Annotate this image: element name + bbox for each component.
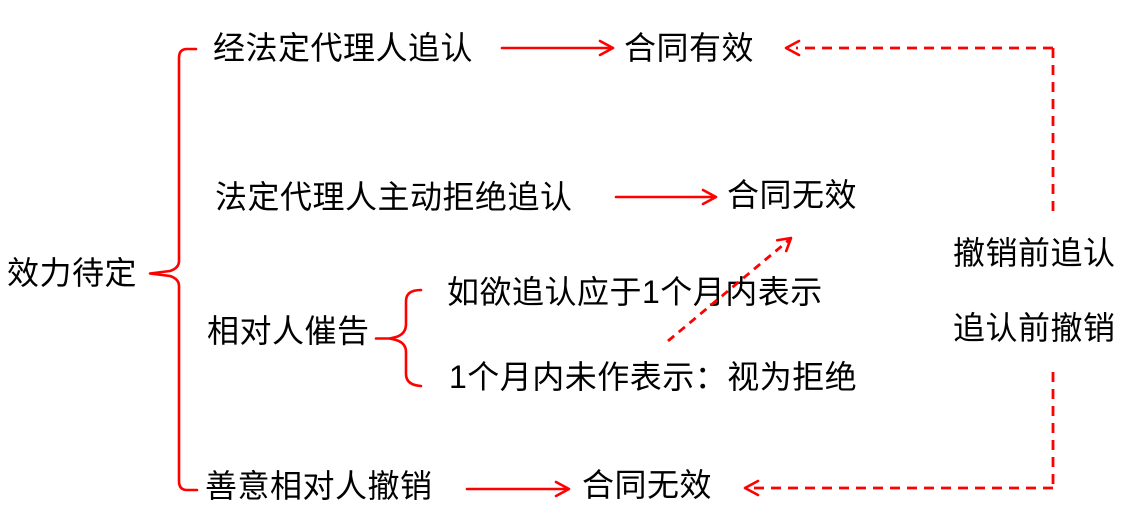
branch-refuse-ratify-label: 法定代理人主动拒绝追认 — [215, 179, 573, 215]
result-contract-valid: 合同有效 — [624, 30, 755, 66]
root-node-label: 效力待定 — [7, 255, 138, 291]
annotation-revoke-before-ratify: 追认前撤销 — [953, 310, 1116, 346]
dashed-arrow-top-head-icon — [784, 39, 801, 57]
main-brace — [148, 47, 199, 492]
sub-item-no-response-refusal: 1个月内未作表示：视为拒绝 — [449, 359, 858, 395]
solid-arrow-2-head-icon — [701, 188, 718, 206]
branch-ratified-label: 经法定代理人追认 — [213, 30, 474, 66]
result-contract-invalid-middle: 合同无效 — [727, 177, 858, 213]
branch-bona-fide-revoke-label: 善意相对人撤销 — [205, 468, 433, 504]
dashed-arrow-bottom-head-icon — [743, 479, 760, 497]
branch-counterparty-demand-label: 相对人催告 — [207, 313, 370, 349]
dashed-arrow-diagonal-head-icon — [775, 236, 793, 253]
sub-item-ratify-within-month: 如欲追认应于1个月内表示 — [447, 274, 823, 310]
annotation-ratify-before-revoke: 撤销前追认 — [953, 235, 1116, 271]
solid-arrow-3-head-icon — [554, 480, 571, 498]
sub-brace — [388, 288, 423, 388]
result-contract-invalid-bottom: 合同无效 — [582, 467, 713, 503]
solid-arrow-1-head-icon — [598, 39, 615, 57]
